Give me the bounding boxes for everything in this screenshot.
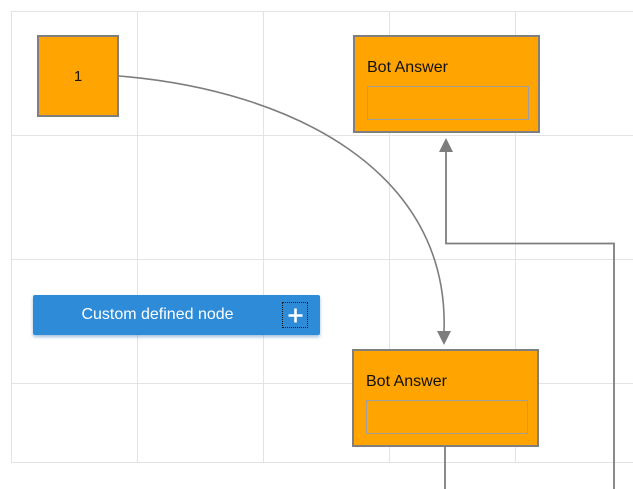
add-button[interactable]	[282, 302, 308, 328]
arrowhead-down-icon	[437, 331, 451, 345]
node-start[interactable]: 1	[37, 35, 119, 117]
bot-answer-top-input[interactable]	[367, 86, 529, 120]
plus-icon	[288, 308, 302, 322]
bot-answer-bottom-input[interactable]	[366, 400, 528, 434]
node-start-label: 1	[73, 67, 83, 85]
node-title: Bot Answer	[366, 373, 447, 390]
node-bot-answer-bottom[interactable]: Bot Answer	[352, 349, 539, 447]
node-title: Bot Answer	[367, 59, 448, 76]
node-bot-answer-top[interactable]: Bot Answer	[353, 35, 540, 133]
node-custom-label: Custom defined node	[81, 306, 234, 323]
node-custom-defined[interactable]: Custom defined node	[33, 295, 320, 335]
arrowhead-up-icon	[439, 138, 453, 152]
